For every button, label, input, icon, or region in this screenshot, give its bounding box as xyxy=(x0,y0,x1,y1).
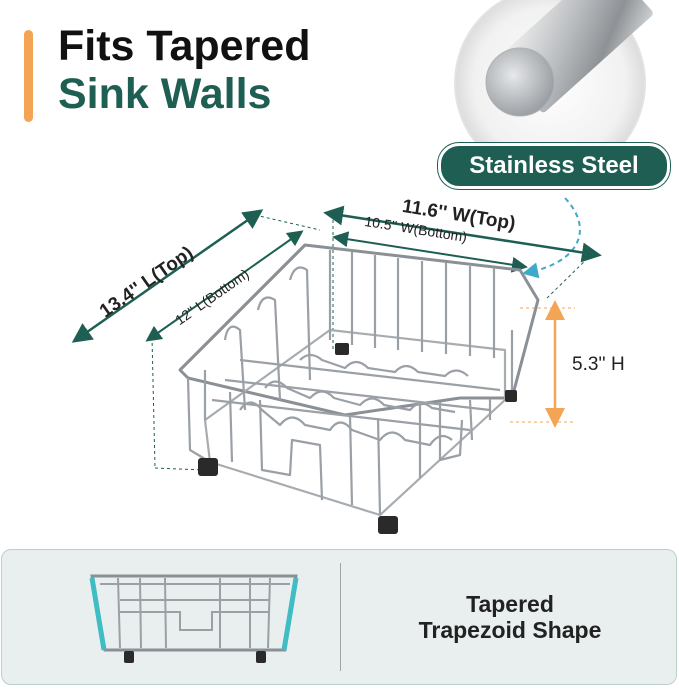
shape-info-panel xyxy=(1,549,677,685)
height-label: 5.3'' H xyxy=(572,354,625,375)
shape-caption-line-2: Trapezoid Shape xyxy=(418,616,602,643)
material-badge: Stainless Steel xyxy=(438,143,670,189)
basket-feet xyxy=(198,343,517,534)
taper-left-edge xyxy=(89,577,107,651)
height-dimension-line xyxy=(510,300,575,428)
title-line-1: Fits Tapered xyxy=(58,22,311,70)
material-swatch-circle xyxy=(454,0,653,179)
title-accent-bar xyxy=(24,30,33,122)
shape-caption: Tapered Trapezoid Shape xyxy=(360,591,660,644)
page-title: Fits Tapered Sink Walls xyxy=(58,22,310,118)
shape-caption-line-1: Tapered xyxy=(466,591,554,617)
dish-rack-basket xyxy=(178,243,540,517)
panel-divider xyxy=(340,563,341,671)
taper-right-edge xyxy=(281,577,299,651)
length-dimension-lines xyxy=(71,209,321,471)
title-line-2: Sink Walls xyxy=(58,70,272,119)
width-dimension-lines xyxy=(323,205,602,350)
